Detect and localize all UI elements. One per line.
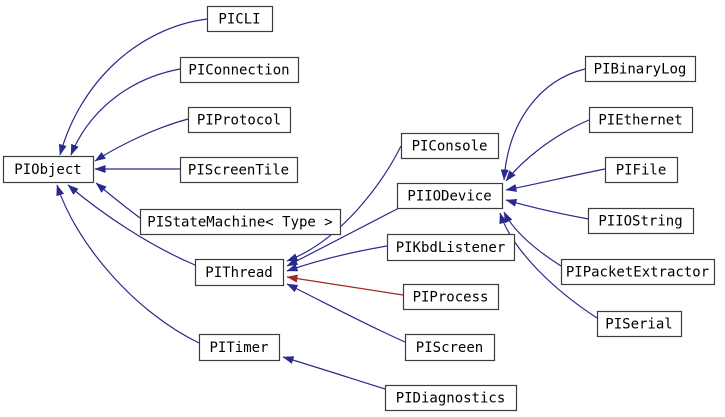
edge-PIIOString-to-PIIODevice (505, 199, 590, 220)
class-box (396, 182, 504, 210)
node-PICLI[interactable]: PICLI (206, 5, 274, 33)
edge-PIEthernet-to-PIIODevice (505, 119, 590, 182)
class-box (560, 258, 716, 286)
node-PIThread[interactable]: PIThread (194, 258, 285, 287)
class-box (584, 55, 697, 83)
edges-layer (56, 18, 606, 390)
class-label: PIProcess (413, 290, 489, 306)
edge-PIThread-to-PIObject (67, 184, 196, 266)
class-label: PIIOString (598, 214, 682, 230)
edge-PIConsole-to-PIThread (286, 145, 402, 262)
node-PISerial[interactable]: PISerial (596, 310, 683, 338)
node-PIProtocol[interactable]: PIProtocol (187, 106, 292, 134)
class-label: PISerial (605, 317, 672, 333)
class-label: PIThread (205, 265, 272, 281)
node-PIScreenTile[interactable]: PIScreenTile (179, 156, 299, 184)
node-PIIODevice[interactable]: PIIODevice (396, 182, 504, 210)
node-PIConsole[interactable]: PIConsole (400, 132, 500, 160)
edge-PICLI-to-PIObject (58, 18, 208, 156)
node-PIIOString[interactable]: PIIOString (587, 207, 695, 235)
class-label: PIDiagnostics (396, 391, 506, 407)
edge-PIScreen-to-PIThread (286, 283, 406, 343)
edge-PIFile-to-PIIODevice (505, 168, 606, 192)
class-label: PIKbdListener (396, 240, 506, 256)
node-PIScreen[interactable]: PIScreen (404, 333, 496, 362)
class-box (402, 283, 500, 311)
class-box (404, 333, 496, 362)
class-label: PIIODevice (407, 189, 491, 205)
class-box (179, 156, 299, 184)
class-label: PIPacketExtractor (566, 265, 709, 281)
class-label: PIStateMachine< Type > (147, 215, 332, 231)
node-PITimer[interactable]: PITimer (198, 333, 281, 362)
edge-PIConnection-to-PIObject (70, 68, 181, 156)
edge-PITimer-to-PIObject (56, 184, 200, 344)
class-label: PIObject (14, 162, 81, 178)
node-PIFile[interactable]: PIFile (604, 156, 679, 184)
edge-PIKbdListener-to-PIThread (286, 245, 388, 272)
class-box (386, 233, 516, 262)
edge-PIStateMachine-to-PIObject (95, 182, 141, 219)
class-label: PIScreenTile (188, 163, 289, 179)
class-box (194, 258, 285, 287)
class-box (400, 132, 500, 160)
edge-PIDiagnostics-to-PITimer (282, 356, 386, 390)
nodes-layer: PIObject PICLI PIConnectionPIProtocolPIScr… (2, 5, 716, 412)
class-box (588, 106, 694, 134)
class-label: PIProtocol (197, 113, 281, 129)
node-PIStateMachine[interactable]: PIStateMachine< Type > (139, 208, 342, 236)
class-box (139, 208, 342, 236)
node-PIProcess[interactable]: PIProcess (402, 283, 500, 311)
class-label: PITimer (209, 340, 268, 356)
edge-PIPacketExtractor-to-PIIODevice (503, 211, 562, 267)
class-box (179, 56, 300, 84)
node-PIKbdListener[interactable]: PIKbdListener (386, 233, 516, 262)
class-box (604, 156, 679, 184)
edge-PIProcess-to-PIThread (286, 274, 404, 296)
class-box (198, 333, 281, 362)
node-PIEthernet[interactable]: PIEthernet (588, 106, 694, 134)
class-label: PIBinaryLog (594, 62, 687, 78)
class-box (384, 384, 518, 412)
node-PIPacketExtractor[interactable]: PIPacketExtractor (560, 258, 716, 286)
class-label: PIFile (616, 163, 667, 179)
class-label: PICLI (218, 12, 260, 28)
edge-PIBinaryLog-to-PIIODevice (500, 68, 586, 181)
class-label: PIConsole (412, 139, 488, 155)
class-box (587, 207, 695, 235)
class-box (187, 106, 292, 134)
node-PIConnection[interactable]: PIConnection (179, 56, 300, 84)
class-label: PIScreen (416, 340, 483, 356)
node-PIObject[interactable]: PIObject (2, 155, 95, 184)
node-PIDiagnostics[interactable]: PIDiagnostics (384, 384, 518, 412)
node-PIBinaryLog[interactable]: PIBinaryLog (584, 55, 697, 83)
class-label: PIConnection (188, 63, 289, 79)
edge-PISerial-to-PIIODevice (499, 212, 598, 319)
class-box (596, 310, 683, 338)
class-box (206, 5, 274, 33)
edge-PIProtocol-to-PIObject (94, 118, 189, 162)
class-box (2, 155, 95, 184)
class-label: PIEthernet (598, 113, 682, 129)
edge-PIIODevice-to-PIThread (286, 207, 400, 267)
